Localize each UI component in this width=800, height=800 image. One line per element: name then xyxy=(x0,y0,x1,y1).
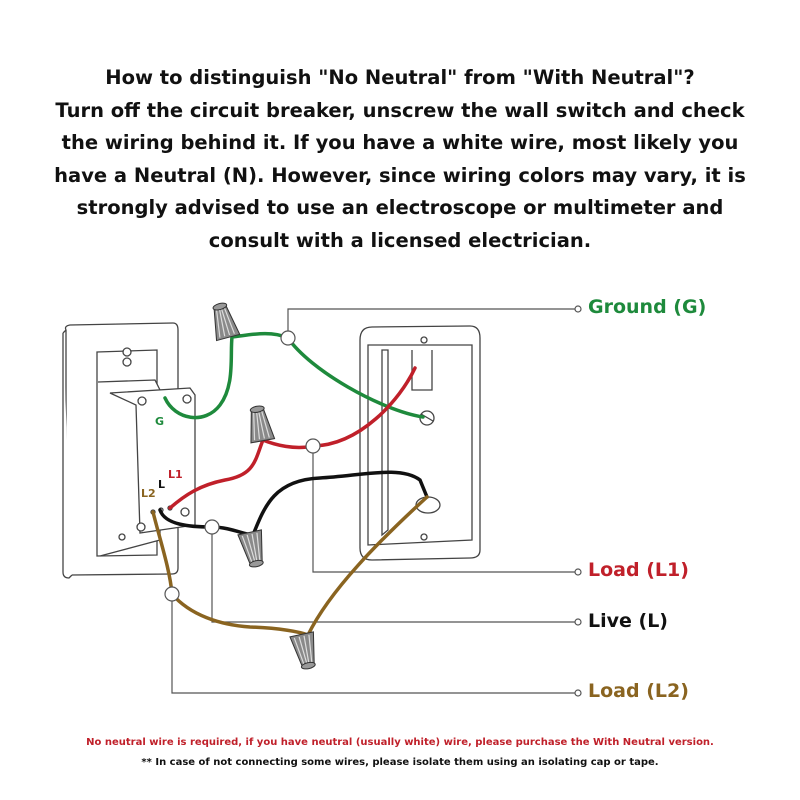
wire-nut-icon xyxy=(289,631,322,672)
junction-points xyxy=(164,330,321,602)
wire-nut-icon xyxy=(244,403,276,444)
intro-line: Turn off the circuit breaker, unscrew th… xyxy=(55,98,745,122)
neutral-note: No neutral wire is required, if you have… xyxy=(86,737,714,748)
leader-lines xyxy=(171,308,575,694)
wire-nut-icon xyxy=(237,529,270,570)
ground-label: Ground (G) xyxy=(588,296,707,318)
isolate-note: ** In case of not connecting some wires,… xyxy=(141,757,659,768)
load-l1-label: Load (L1) xyxy=(588,559,689,581)
switch-plate xyxy=(62,322,196,579)
intro-line: the wiring behind it. If you have a whit… xyxy=(61,131,739,154)
terminal-label-l: L xyxy=(158,478,166,491)
intro-line: strongly advised to use an electroscope … xyxy=(76,196,724,219)
live-wire xyxy=(158,470,429,537)
load-l2-label: Load (L2) xyxy=(588,680,689,702)
load-l1-wire xyxy=(168,366,417,510)
intro-line: consult with a licensed electrician. xyxy=(208,228,592,252)
intro-line: have a Neutral (N). However, since wirin… xyxy=(54,163,746,187)
intro-line: How to distinguish "No Neutral" from "Wi… xyxy=(105,66,695,89)
terminal-label-l2: L2 xyxy=(141,487,156,500)
load-l2-wire xyxy=(151,495,429,638)
terminal-label-l1: L1 xyxy=(168,468,183,481)
live-label: Live (L) xyxy=(588,610,668,632)
wire-nut-icon xyxy=(206,299,241,342)
ground-wire xyxy=(163,331,425,420)
wall-box xyxy=(359,325,481,561)
intro-text: How to distinguish "No Neutral" from "Wi… xyxy=(20,62,780,257)
terminal-label-g: G xyxy=(155,415,165,428)
